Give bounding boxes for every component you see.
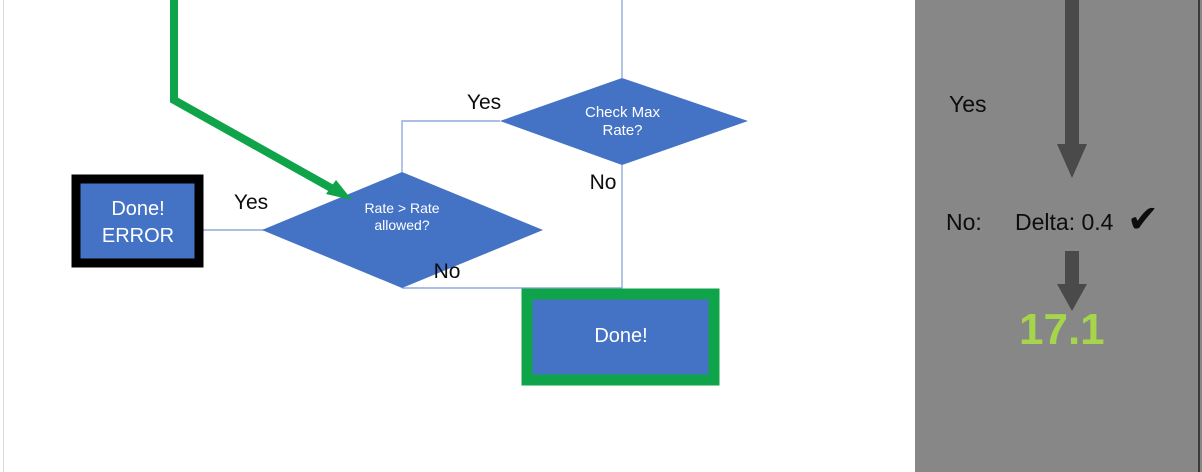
side-panel: Yes No: Delta: 0.4 ✔ 17.1 (915, 0, 1202, 472)
connector-check-max-rate-yes (401, 120, 500, 172)
check-icon: ✔ (1127, 197, 1159, 241)
panel-yes-label: Yes (949, 91, 987, 117)
edge-label-check-max-rate-yes: Yes (466, 91, 502, 114)
panel-result-value: 17.1 (1019, 305, 1105, 354)
green-highlight-arrow-line (170, 0, 342, 197)
edge-label-rate-allowed-yes: Yes (233, 191, 269, 214)
panel-arrow-bottom-shaft (1065, 251, 1079, 287)
panel-delta-label: Delta: 0.4 (1015, 209, 1114, 235)
node-done-error[interactable] (71, 174, 204, 268)
slide-left-edge-rule (3, 0, 4, 472)
node-check-max-rate[interactable] (500, 78, 748, 165)
panel-arrow-bottom-head (1057, 284, 1087, 311)
side-panel-graphics (1057, 0, 1087, 311)
node-done[interactable] (521, 288, 720, 386)
node-rate-gt-rate-allowed[interactable] (262, 172, 543, 288)
green-highlight-arrow-head (326, 180, 352, 200)
panel-no-label: No: (946, 209, 982, 235)
edge-label-rate-allowed-no: No (433, 260, 461, 283)
side-panel-right-border (1198, 0, 1200, 472)
panel-arrow-top-shaft (1065, 0, 1079, 148)
panel-arrow-top-head (1057, 144, 1087, 178)
edge-label-check-max-rate-no: No (589, 171, 617, 194)
